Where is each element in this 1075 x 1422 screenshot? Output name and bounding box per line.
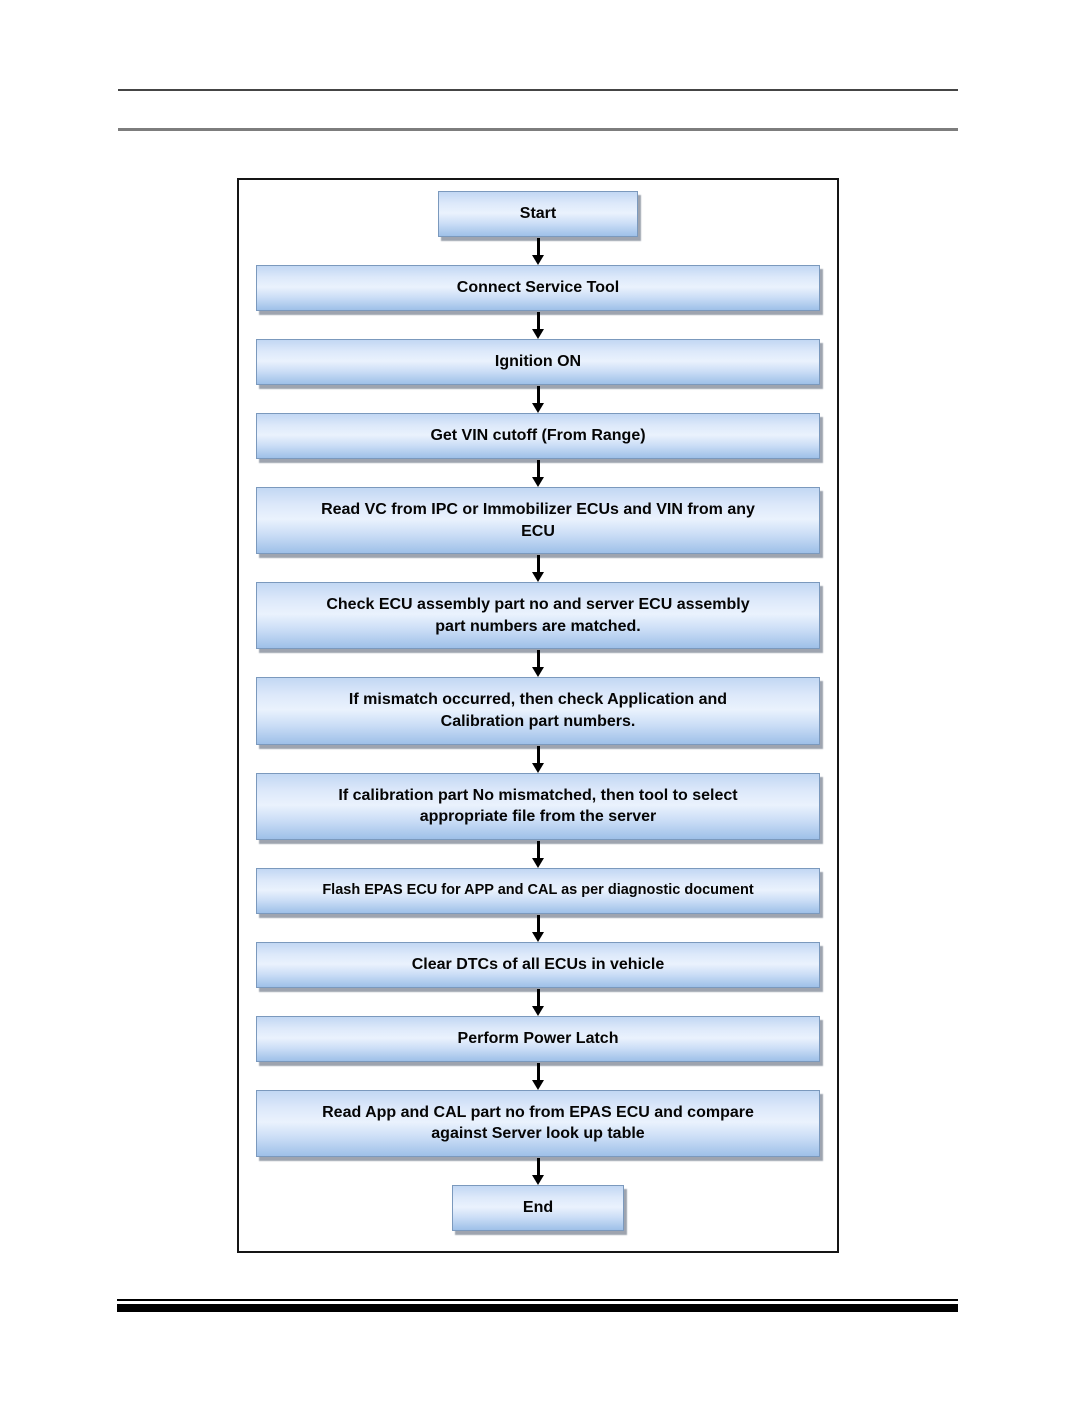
flow-arrow-down-icon (529, 649, 547, 678)
flow-arrow-down-icon (529, 1157, 547, 1185)
flow-step-label: End (522, 1199, 554, 1217)
arrow-shaft (536, 988, 540, 1007)
flow-arrow-down-icon (529, 745, 547, 773)
flow-arrow-down-icon (529, 554, 547, 583)
arrow-head (532, 857, 544, 868)
flow-step-label: Get VIN cutoff (From Range) (430, 427, 646, 445)
flow-step-start: Start (438, 191, 638, 237)
flow-step-end: End (452, 1184, 624, 1231)
arrow-head (532, 403, 544, 413)
flow-step-label: Perform Power Latch (457, 1029, 619, 1047)
flow-arrow-down-icon (529, 840, 547, 868)
flow-step-flash-epas: Flash EPAS ECU for APP and CAL as per di… (256, 867, 820, 914)
flow-arrow-down-icon (529, 311, 547, 339)
arrow-shaft (536, 1157, 540, 1176)
flow-step-label: Connect Service Tool (456, 279, 620, 297)
flow-step-label: Flash EPAS ECU for APP and CAL as per di… (322, 881, 754, 898)
arrow-shaft (536, 238, 540, 256)
arrow-shaft (536, 745, 540, 764)
arrow-head (532, 1079, 544, 1090)
flow-step-read-vc-vin: Read VC from IPC or Immobilizer ECUs and… (256, 487, 820, 555)
arrow-head (532, 572, 544, 583)
arrow-shaft (536, 1062, 540, 1081)
flow-step-ignition-on: Ignition ON (256, 339, 820, 385)
footer-rule-thick (117, 1304, 958, 1312)
footer-rule-thin (117, 1299, 958, 1301)
flow-step-label: Ignition ON (494, 353, 582, 371)
flow-step-connect-service-tool: Connect Service Tool (256, 265, 820, 311)
flow-step-label: Start (519, 205, 557, 223)
arrow-head (532, 1174, 544, 1185)
arrow-shaft (536, 312, 540, 330)
flow-arrow-down-icon (529, 459, 547, 487)
arrow-shaft (536, 914, 540, 933)
flow-step-mismatch-check-app-cal: If mismatch occurred, then check Applica… (256, 677, 820, 745)
arrow-shaft (536, 555, 540, 574)
arrow-head (532, 667, 544, 678)
flow-arrow-down-icon (529, 385, 547, 413)
flow-step-label: Read App and CAL part no from EPAS ECU a… (322, 1103, 754, 1143)
arrow-shaft (536, 460, 540, 478)
flow-arrow-down-icon (529, 914, 547, 942)
flow-step-get-vin-cutoff: Get VIN cutoff (From Range) (256, 413, 820, 459)
arrow-head (532, 1005, 544, 1016)
flow-arrow-down-icon (529, 237, 547, 265)
arrow-shaft (536, 840, 540, 859)
flow-arrow-down-icon (529, 1062, 547, 1090)
arrow-shaft (536, 650, 540, 669)
arrow-shaft (536, 386, 540, 404)
arrow-head (532, 255, 544, 265)
arrow-head (532, 762, 544, 773)
flow-step-read-app-cal-compare: Read App and CAL part no from EPAS ECU a… (256, 1089, 820, 1157)
flow-arrow-down-icon (529, 988, 547, 1016)
flow-step-calibration-mismatch-select-file: If calibration part No mismatched, then … (256, 772, 820, 840)
header-rule-top (118, 89, 958, 91)
header-rule-bottom (118, 128, 958, 131)
flow-step-clear-dtcs: Clear DTCs of all ECUs in vehicle (256, 941, 820, 988)
flow-step-label: If mismatch occurred, then check Applica… (348, 691, 728, 730)
arrow-head (532, 931, 544, 942)
flow-step-label: Check ECU assembly part no and server EC… (326, 596, 750, 635)
arrow-head (532, 477, 544, 487)
flow-step-label: Read VC from IPC or Immobilizer ECUs and… (321, 501, 755, 540)
flow-step-label: Clear DTCs of all ECUs in vehicle (411, 955, 665, 973)
flow-step-perform-power-latch: Perform Power Latch (256, 1015, 820, 1062)
flow-step-check-ecu-assembly: Check ECU assembly part no and server EC… (256, 582, 820, 650)
arrow-head (532, 329, 544, 339)
flow-step-label: If calibration part No mismatched, then … (338, 786, 738, 826)
